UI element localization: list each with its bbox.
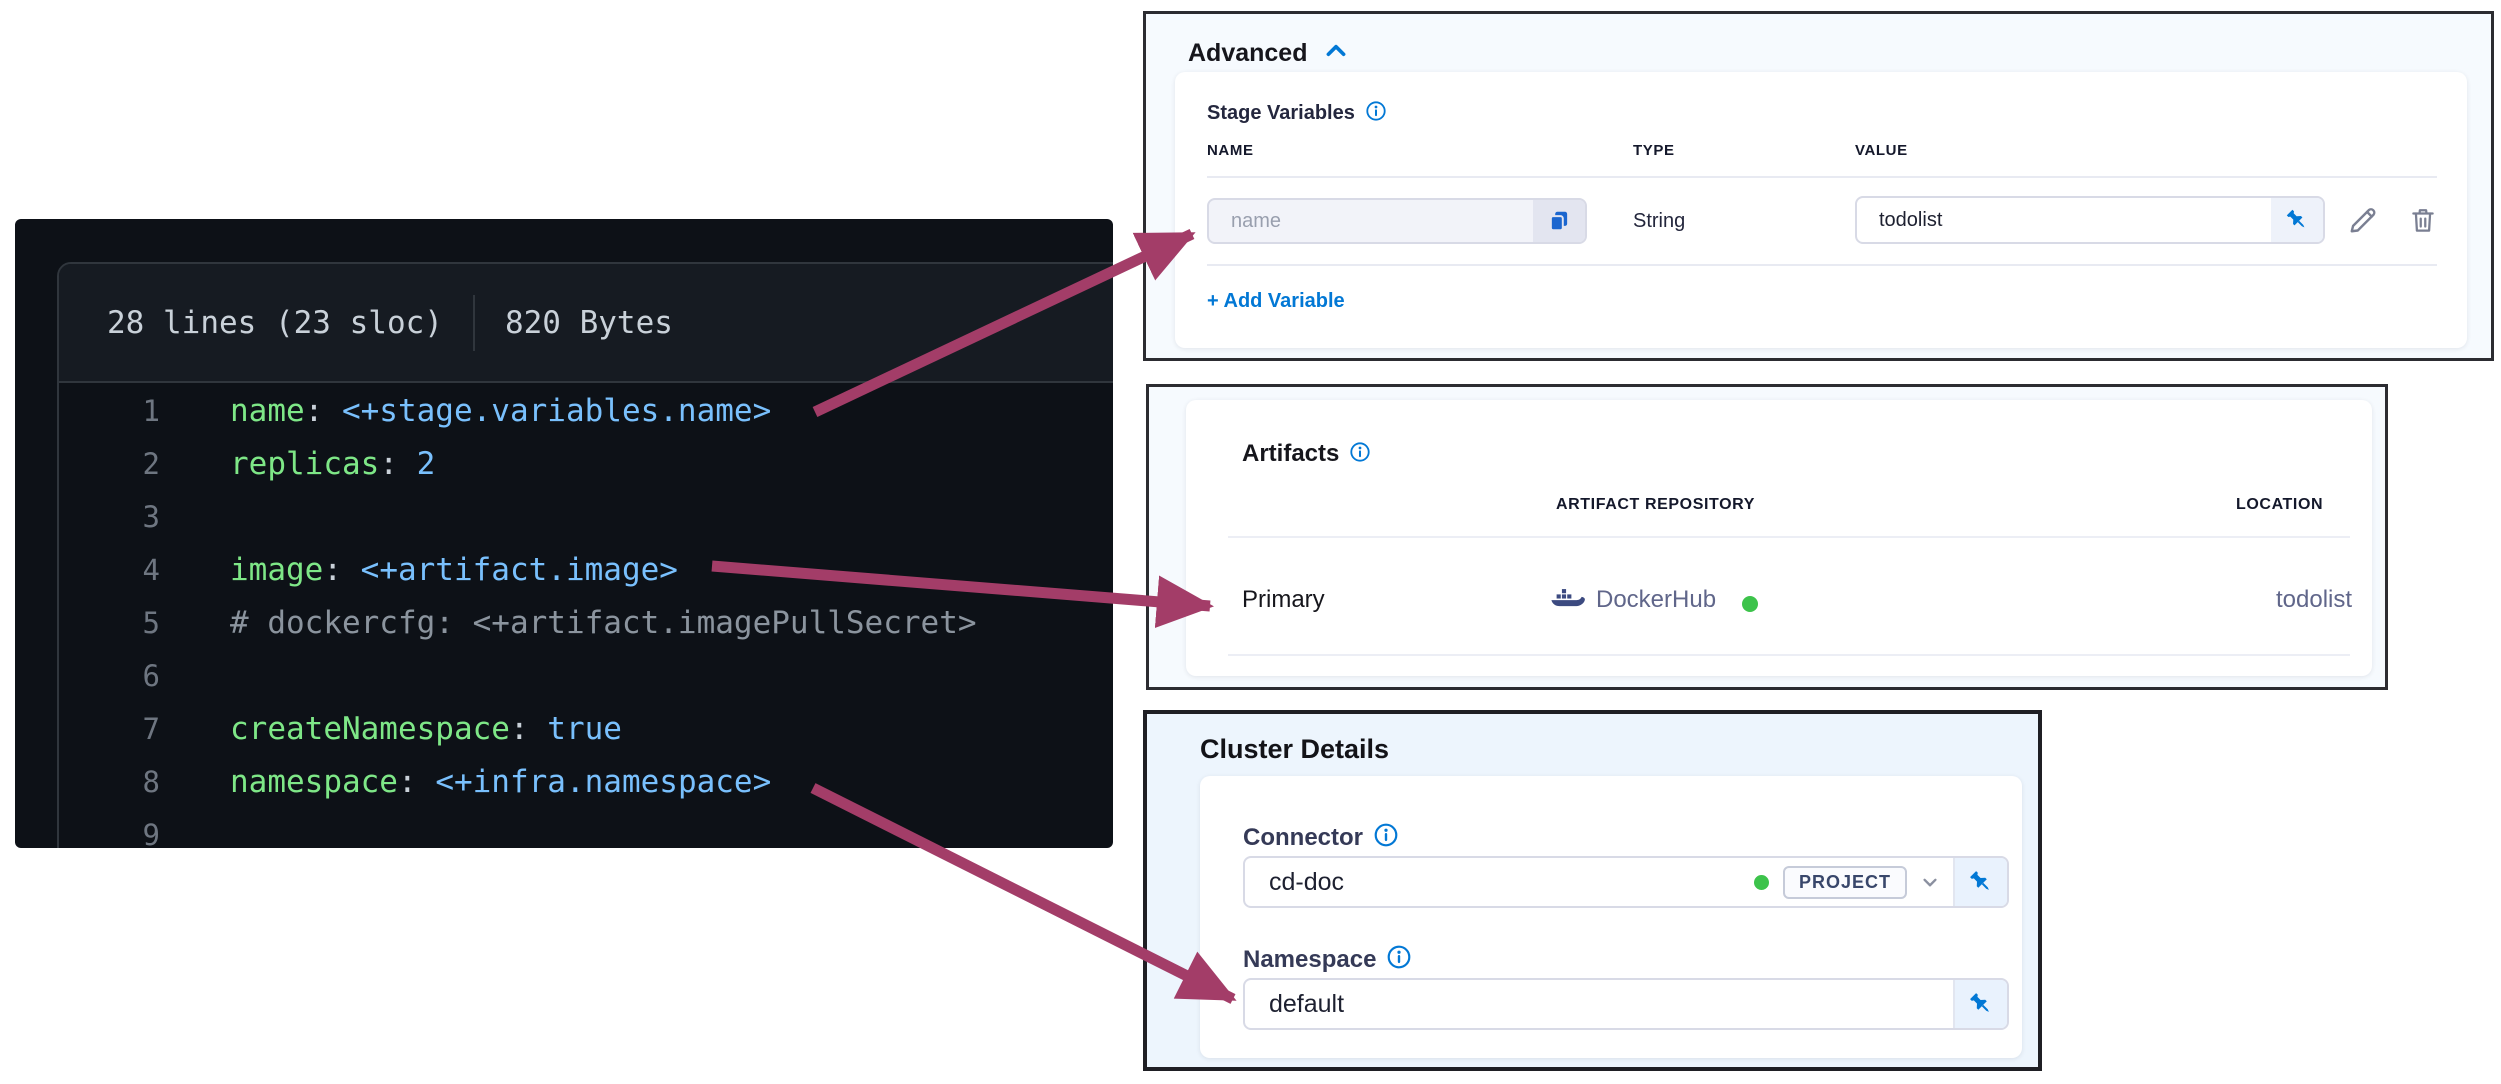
code-line: 2 replicas: 2 [59, 438, 1113, 491]
cluster-details-title: Cluster Details [1200, 734, 1390, 764]
connector-field-controls: PROJECT [1753, 858, 2007, 906]
artifact-row-label: Primary [1242, 586, 1325, 613]
info-icon[interactable] [1349, 441, 1371, 468]
table-divider [1228, 654, 2350, 656]
code-text: # dockercfg: <+artifact.imagePullSecret> [230, 605, 977, 641]
pin-icon[interactable] [1953, 980, 2007, 1028]
code-text: namespace: <+infra.namespace> [230, 764, 772, 800]
code-size-info: 820 Bytes [504, 304, 673, 341]
column-header-value: VALUE [1855, 142, 1908, 159]
info-icon[interactable] [1373, 822, 1399, 853]
code-line: 8 namespace: <+infra.namespace> [59, 756, 1113, 809]
delete-icon[interactable] [2403, 200, 2443, 240]
code-text: image: <+artifact.image> [230, 552, 678, 588]
variable-value-field [1855, 196, 2325, 244]
artifact-location-value: todolist [2276, 586, 2353, 613]
variable-name-field [1207, 198, 1587, 244]
line-number[interactable]: 9 [142, 818, 160, 848]
connector-status-dot [1753, 874, 1769, 890]
column-header-location: LOCATION [2236, 496, 2324, 513]
code-text: name: <+stage.variables.name> [230, 393, 772, 429]
code-text [160, 650, 230, 703]
scope-badge: PROJECT [1782, 865, 1907, 899]
column-header-artifact-repository: ARTIFACT REPOSITORY [1556, 496, 1755, 513]
line-number[interactable]: 6 [142, 659, 160, 693]
add-variable-button[interactable]: + Add Variable [1207, 290, 1345, 312]
code-line: 9 [59, 809, 1113, 848]
line-number[interactable]: 7 [142, 712, 160, 746]
line-number[interactable]: 8 [142, 765, 160, 799]
line-number[interactable]: 2 [142, 447, 160, 481]
code-viewer: 28 lines (23 sloc) 820 Bytes 1 name: <+st… [15, 219, 1113, 848]
variable-name-input[interactable] [1209, 200, 1533, 242]
namespace-field-controls [1953, 980, 2007, 1028]
code-line: 5 # dockercfg: <+artifact.imagePullSecret… [59, 597, 1113, 650]
variable-type-value: String [1633, 210, 1686, 232]
column-header-name: NAME [1207, 142, 1254, 159]
code-text: replicas: 2 [230, 446, 436, 482]
stage-variables-card: Stage Variables NAME TYPE VALUE String [1175, 72, 2467, 348]
code-text: createNamespace: true [230, 711, 622, 747]
pin-icon[interactable] [2271, 198, 2323, 242]
code-file-header: 28 lines (23 sloc) 820 Bytes [59, 264, 1113, 383]
chevron-down-icon[interactable] [1917, 869, 1943, 895]
namespace-heading: Namespace [1243, 944, 1412, 975]
advanced-section-title: Advanced [1188, 39, 1308, 67]
table-divider [1207, 176, 2437, 178]
code-file-box: 28 lines (23 sloc) 820 Bytes 1 name: <+st… [57, 262, 1113, 848]
code-area: 1 name: <+stage.variables.name> 2 replicas:… [59, 383, 1113, 848]
code-text [160, 809, 230, 848]
table-divider [1228, 536, 2350, 538]
code-line: 6 [59, 650, 1113, 703]
line-number[interactable]: 4 [142, 553, 160, 587]
copy-icon[interactable] [1533, 200, 1585, 242]
line-number[interactable]: 5 [142, 606, 160, 640]
header-divider [472, 294, 475, 351]
line-number[interactable]: 3 [142, 500, 160, 534]
code-text [160, 491, 230, 544]
variable-value-input[interactable] [1857, 198, 2271, 242]
cluster-details-panel: Cluster Details Connector PROJECT [1143, 710, 2042, 1071]
code-line: 3 [59, 491, 1113, 544]
info-icon[interactable] [1386, 944, 1412, 975]
artifacts-panel: Artifacts ARTIFACT REPOSITORY LOCATION P… [1146, 384, 2388, 690]
connector-heading: Connector [1243, 822, 1399, 853]
code-lines-info: 28 lines (23 sloc) [107, 304, 443, 341]
namespace-field [1243, 978, 2009, 1030]
artifacts-label: Artifacts [1242, 440, 1340, 467]
artifact-repository-link[interactable]: DockerHub [1596, 586, 1717, 613]
edit-icon[interactable] [2343, 200, 2383, 240]
pin-icon[interactable] [1953, 858, 2007, 906]
stage-variables-label: Stage Variables [1207, 102, 1355, 124]
connector-status-dot [1742, 596, 1758, 612]
line-number[interactable]: 1 [142, 394, 160, 428]
code-line: 1 name: <+stage.variables.name> [59, 385, 1113, 438]
docker-whale-icon [1548, 584, 1586, 619]
advanced-header[interactable]: Advanced [1188, 38, 1349, 69]
column-header-type: TYPE [1633, 142, 1675, 159]
artifacts-heading: Artifacts [1242, 440, 1371, 468]
namespace-input[interactable] [1245, 980, 1953, 1028]
advanced-panel: Advanced Stage Variables NAME TYPE VALUE [1143, 11, 2494, 361]
cluster-details-card: Connector PROJECT [1200, 776, 2022, 1058]
connector-field: PROJECT [1243, 856, 2009, 908]
connector-label: Connector [1243, 823, 1363, 851]
code-line: 4 image: <+artifact.image> [59, 544, 1113, 597]
artifacts-card: Artifacts ARTIFACT REPOSITORY LOCATION P… [1186, 400, 2372, 676]
namespace-label: Namespace [1243, 945, 1377, 973]
stage-variables-heading: Stage Variables [1207, 100, 1387, 127]
code-line: 7 createNamespace: true [59, 703, 1113, 756]
info-icon[interactable] [1365, 100, 1387, 127]
connector-input[interactable] [1245, 858, 1754, 906]
table-divider [1207, 264, 2437, 266]
chevron-up-icon[interactable] [1323, 38, 1349, 69]
